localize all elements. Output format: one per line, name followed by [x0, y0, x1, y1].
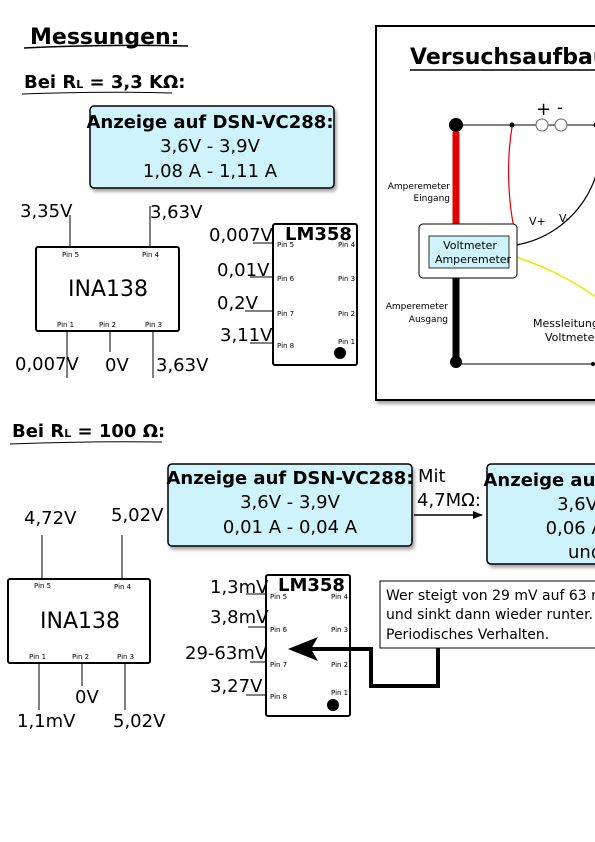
pin-label: Pin 7 [277, 310, 294, 318]
voltage-value: 0,01V [217, 260, 270, 281]
pin-label: Pin 2 [72, 653, 89, 661]
display-title: Anzeige auf DSN-VC288: [166, 468, 413, 489]
setup-panel: Versuchsaufbau + - V+ V- Voltmeter Amper… [375, 25, 595, 401]
pin-label: Pin 3 [338, 275, 355, 283]
pin-label: Pin 6 [270, 626, 288, 634]
battery-minus: - [557, 98, 563, 117]
section1-ina138-chip: INA138 Pin 5 Pin 4 Pin 1 Pin 2 Pin 3 3,3… [15, 201, 209, 378]
display-voltage: 3,6V - 3,9V [240, 492, 341, 513]
section2-underline [9, 441, 163, 445]
heading-underline [23, 44, 189, 49]
note-line: Wer steigt von 29 mV auf 63 mV [386, 588, 595, 604]
resistor-note: 4,7MΩ: [417, 490, 481, 511]
setup-label: Voltmeter [545, 331, 595, 344]
voltage-value: 5,02V [111, 505, 164, 526]
pin-label: Pin 8 [277, 342, 294, 350]
chip-name: INA138 [68, 277, 148, 302]
battery-plus: + [536, 99, 551, 120]
display-current: 0,06 A - 0,1 A [546, 518, 595, 539]
pin-label: Pin 2 [99, 321, 116, 329]
pin-label: Pin 4 [142, 251, 160, 259]
section2-title: Bei RL = 100 Ω: [12, 421, 165, 442]
pin-label: Pin 1 [338, 338, 355, 346]
resistor-note: Mit [418, 466, 446, 487]
voltage-value: 3,27V [210, 676, 263, 697]
pin-label: Pin 5 [62, 251, 79, 259]
display-current: 1,08 A - 1,11 A [143, 161, 278, 182]
voltage-value: 4,72V [24, 508, 77, 529]
callout-arrowhead [288, 637, 318, 661]
display-current: 0,01 A - 0,04 A [223, 517, 358, 538]
section1-underline [21, 91, 173, 95]
pin-label: Pin 7 [270, 661, 287, 669]
voltage-value: 0V [105, 355, 129, 376]
section2-display-box: Anzeige auf DSN-VC288: 3,6V - 3,9V 0,01 … [166, 463, 414, 547]
display-voltage: 3,6V - 3,9V [160, 136, 261, 157]
voltage-value: 1,1mV [17, 711, 76, 732]
pin-label: Pin 5 [34, 582, 51, 590]
section2-ina138-chip: INA138 Pin 5 Pin 4 Pin 1 Pin 2 Pin 3 4,7… [7, 505, 166, 732]
pin-label: Pin 1 [29, 653, 46, 661]
display-voltage: 3,6V - 3,9V [557, 494, 595, 515]
setup-label: Amperemeter [386, 302, 449, 312]
setup-label: Messleitung [533, 317, 595, 330]
oscillation-callout: Wer steigt von 29 mV auf 63 mV und sinkt… [288, 580, 595, 688]
section1-title: Bei RL = 3,3 KΩ: [24, 72, 185, 93]
section1-lm358-chip: LM358 Pin 5 Pin 6 Pin 7 Pin 8 Pin 4 Pin … [209, 223, 358, 366]
voltage-value: 0V [75, 687, 99, 708]
chip-name: LM358 [278, 575, 345, 596]
voltage-value: 3,63V [150, 202, 203, 223]
voltage-value: 3,63V [156, 355, 209, 376]
pin-label: Pin 3 [331, 626, 348, 634]
section2-display-box-2: Anzeige auf DSN-VC288: 3,6V - 3,9V 0,06 … [483, 463, 595, 565]
setup-label: V- [559, 212, 570, 225]
pin-label: Pin 6 [277, 275, 295, 283]
pin-label: Pin 5 [277, 241, 294, 249]
pin-label: Pin 2 [338, 310, 355, 318]
pin-label: Pin 4 [331, 593, 349, 601]
pin-label: Pin 3 [117, 653, 134, 661]
voltage-value: 0,007V [209, 225, 274, 246]
pin-label: Pin 1 [57, 321, 74, 329]
setup-label: V+ [529, 215, 546, 228]
voltage-value: 3,8mV [210, 607, 269, 628]
display-title: Anzeige auf DSN-VC288: [86, 112, 333, 133]
display-title: Anzeige auf DSN-VC288: [483, 470, 595, 491]
note-line: Periodisches Verhalten. [386, 627, 549, 643]
setup-title: Versuchsaufbau [410, 45, 595, 70]
voltage-value: 3,11V [220, 325, 273, 346]
voltage-value: 0,2V [217, 293, 259, 314]
voltage-value: 3,35V [20, 201, 73, 222]
chip-name: INA138 [40, 609, 120, 634]
voltage-value: 0,007V [15, 354, 80, 375]
pin-label: Pin 4 [114, 583, 132, 591]
pin-label: Pin 1 [331, 689, 348, 697]
note-line: und sinkt dann wieder runter. [386, 607, 593, 623]
pin-label: Pin 8 [270, 693, 287, 701]
pin-label: Pin 3 [145, 321, 162, 329]
pin-label: Pin 5 [270, 593, 287, 601]
section1-display-box: Anzeige auf DSN-VC288: 3,6V - 3,9V 1,08 … [86, 105, 335, 189]
meter-label: Amperemeter [435, 253, 512, 266]
pin-label: Pin 2 [331, 661, 348, 669]
section2-lm358-chip: LM358 Pin 5 Pin 6 Pin 7 Pin 8 Pin 4 Pin … [185, 574, 351, 717]
chip-name: LM358 [285, 224, 352, 245]
setup-label: Amperemeter [388, 182, 451, 192]
voltage-value: 1,3mV [210, 577, 269, 598]
setup-label: Eingang [413, 194, 450, 204]
voltage-value: 29-63mV [185, 643, 268, 664]
setup-label: Ausgang [409, 315, 448, 325]
pin-label: Pin 4 [338, 241, 356, 249]
display-extra: und "ok" [568, 542, 595, 563]
meter-label: Voltmeter [443, 239, 497, 252]
voltage-value: 5,02V [113, 711, 166, 732]
